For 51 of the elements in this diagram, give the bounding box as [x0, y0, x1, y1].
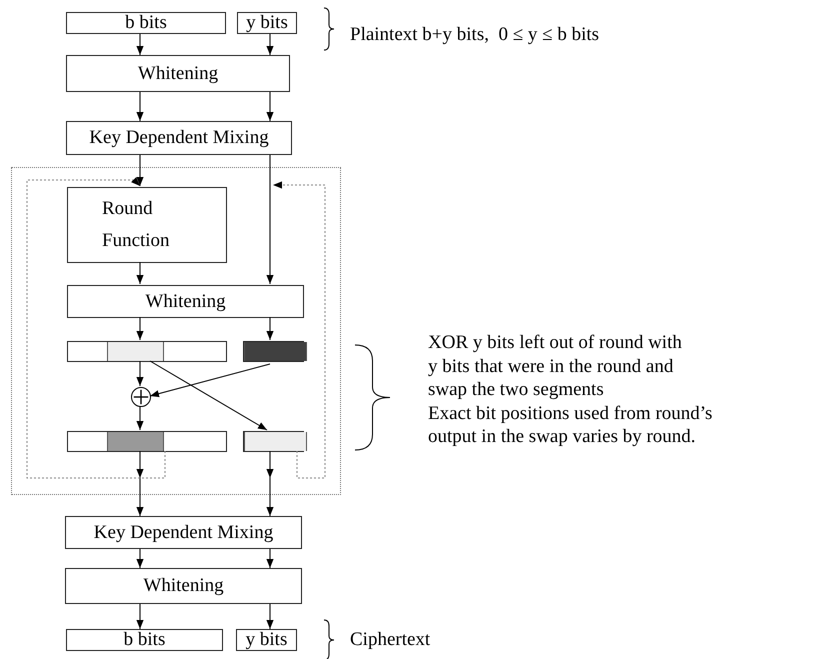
box-label: Round Function: [102, 197, 171, 253]
arrow: [266, 548, 274, 568]
process-box: [66, 55, 290, 92]
arrow: [136, 406, 144, 430]
box-label: Whitening: [143, 575, 224, 597]
annotation-text: XOR y bits left out of round with y bits that were in the round and swap the two segments: [428, 331, 683, 402]
box-label: Key Dependent Mixing: [89, 127, 269, 149]
arrow: [136, 604, 144, 630]
box-label: b bits: [124, 629, 166, 651]
annotation-text: Ciphertext: [350, 628, 430, 652]
process-box: [236, 629, 297, 651]
arrow: [136, 316, 144, 340]
arrow: [136, 154, 144, 186]
process-box: [66, 121, 292, 155]
bit-segment-bar: [243, 431, 304, 452]
process-box: [66, 629, 223, 651]
process-box: [67, 285, 304, 318]
arrow: [150, 360, 268, 430]
arrow: [272, 181, 326, 478]
process-box: [67, 187, 227, 263]
xor-symbol: [131, 387, 151, 407]
arrow: [266, 154, 274, 284]
arrow: [26, 177, 166, 478]
annotation-text: Exact bit positions used from round’s output in the swap varies by round.: [428, 402, 714, 448]
arrow: [266, 34, 274, 56]
process-box: [65, 516, 302, 549]
bit-segment-bar: [67, 431, 227, 452]
annotation-text: Plaintext b+y bits, 0 ≤ y ≤ b bits: [350, 23, 600, 46]
box-label: Key Dependent Mixing: [94, 522, 274, 544]
box-label: Whitening: [138, 62, 218, 84]
arrow: [266, 316, 274, 340]
arrow: [150, 364, 270, 398]
arrow: [136, 262, 144, 284]
process-box: [237, 12, 297, 34]
arrow: [266, 92, 274, 122]
bit-segment-bar: [243, 341, 304, 362]
box-label: Whitening: [145, 290, 226, 312]
arrow: [266, 604, 274, 630]
bit-segment-bar: [67, 341, 227, 362]
arrow: [136, 450, 144, 516]
process-box: [66, 12, 226, 34]
arrow: [136, 360, 144, 386]
process-box: [65, 568, 302, 604]
box-label: y bits: [246, 12, 288, 34]
box-label: b bits: [125, 12, 167, 34]
arrow: [136, 92, 144, 122]
arrow: [136, 548, 144, 568]
arrow: [266, 450, 274, 516]
round-loop-box: [11, 167, 341, 495]
arrow: [136, 34, 144, 56]
box-label: y bits: [246, 629, 288, 651]
